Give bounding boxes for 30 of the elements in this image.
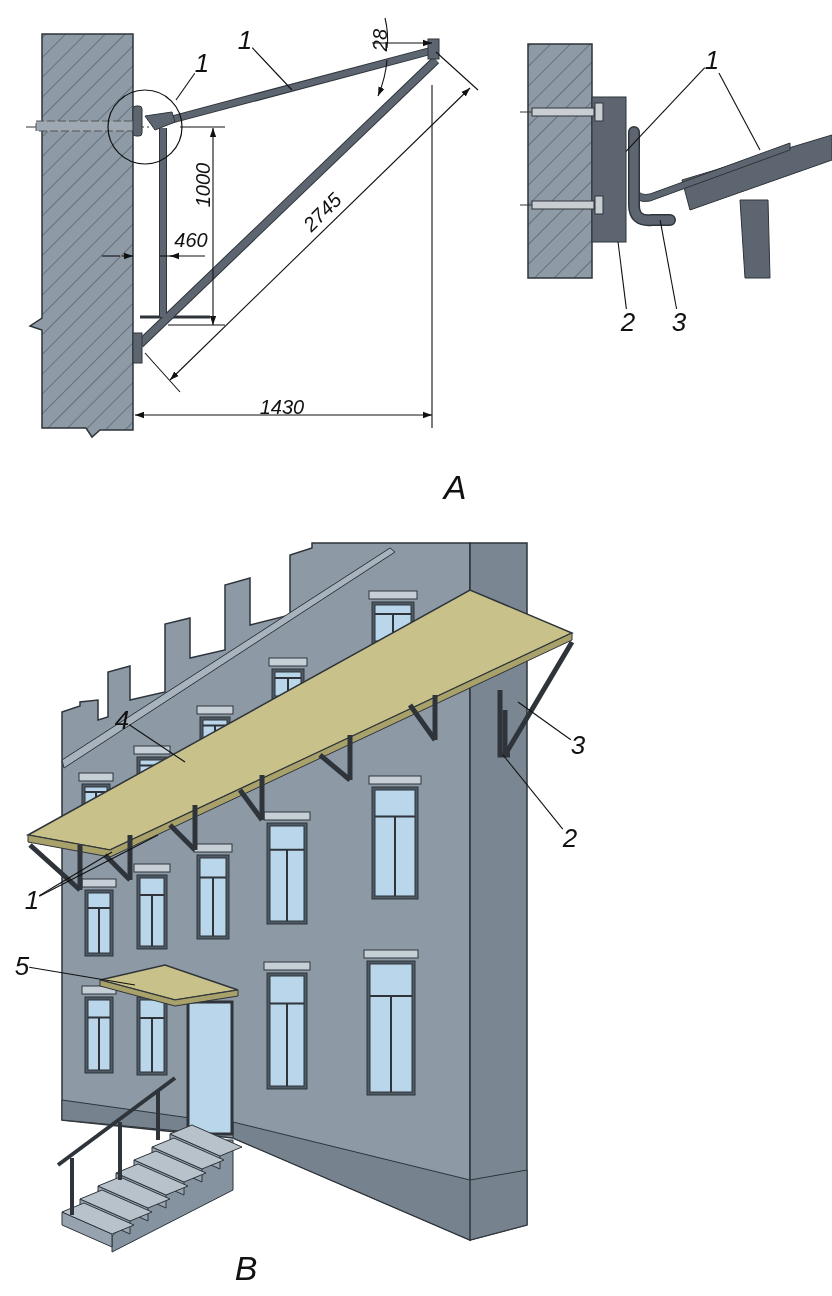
leader-line (251, 47, 293, 91)
callout-number: 3 (570, 732, 586, 758)
leader-line (659, 219, 678, 310)
leader-line (517, 701, 572, 741)
panel-label: B (234, 1251, 258, 1285)
leader-line (175, 72, 196, 101)
dimension-value: 28 (370, 28, 390, 52)
dimension-value: 1000 (193, 162, 213, 208)
callout-number: 2 (562, 825, 578, 851)
leader-line (625, 67, 706, 152)
callout-number: 5 (14, 953, 30, 979)
leader-line (38, 834, 159, 897)
dimension-value: 460 (174, 230, 208, 250)
callout-number: 3 (671, 309, 687, 335)
leader-line (28, 966, 136, 986)
leader-line (617, 241, 627, 310)
callout-number: 1 (194, 50, 210, 76)
leader-line (128, 724, 186, 763)
dimension-value: 1430 (259, 397, 305, 417)
leader-line (718, 72, 761, 151)
callout-number: 1 (704, 47, 720, 73)
callout-number: 4 (114, 707, 130, 733)
callout-number: 2 (620, 309, 636, 335)
leader-line (38, 851, 113, 897)
mounting-plate (591, 96, 627, 243)
callout-number: 1 (24, 887, 40, 913)
leader-line (502, 754, 564, 830)
hook-rod (628, 126, 676, 227)
callout-number: 1 (237, 27, 253, 53)
panel-label: A (443, 470, 467, 504)
